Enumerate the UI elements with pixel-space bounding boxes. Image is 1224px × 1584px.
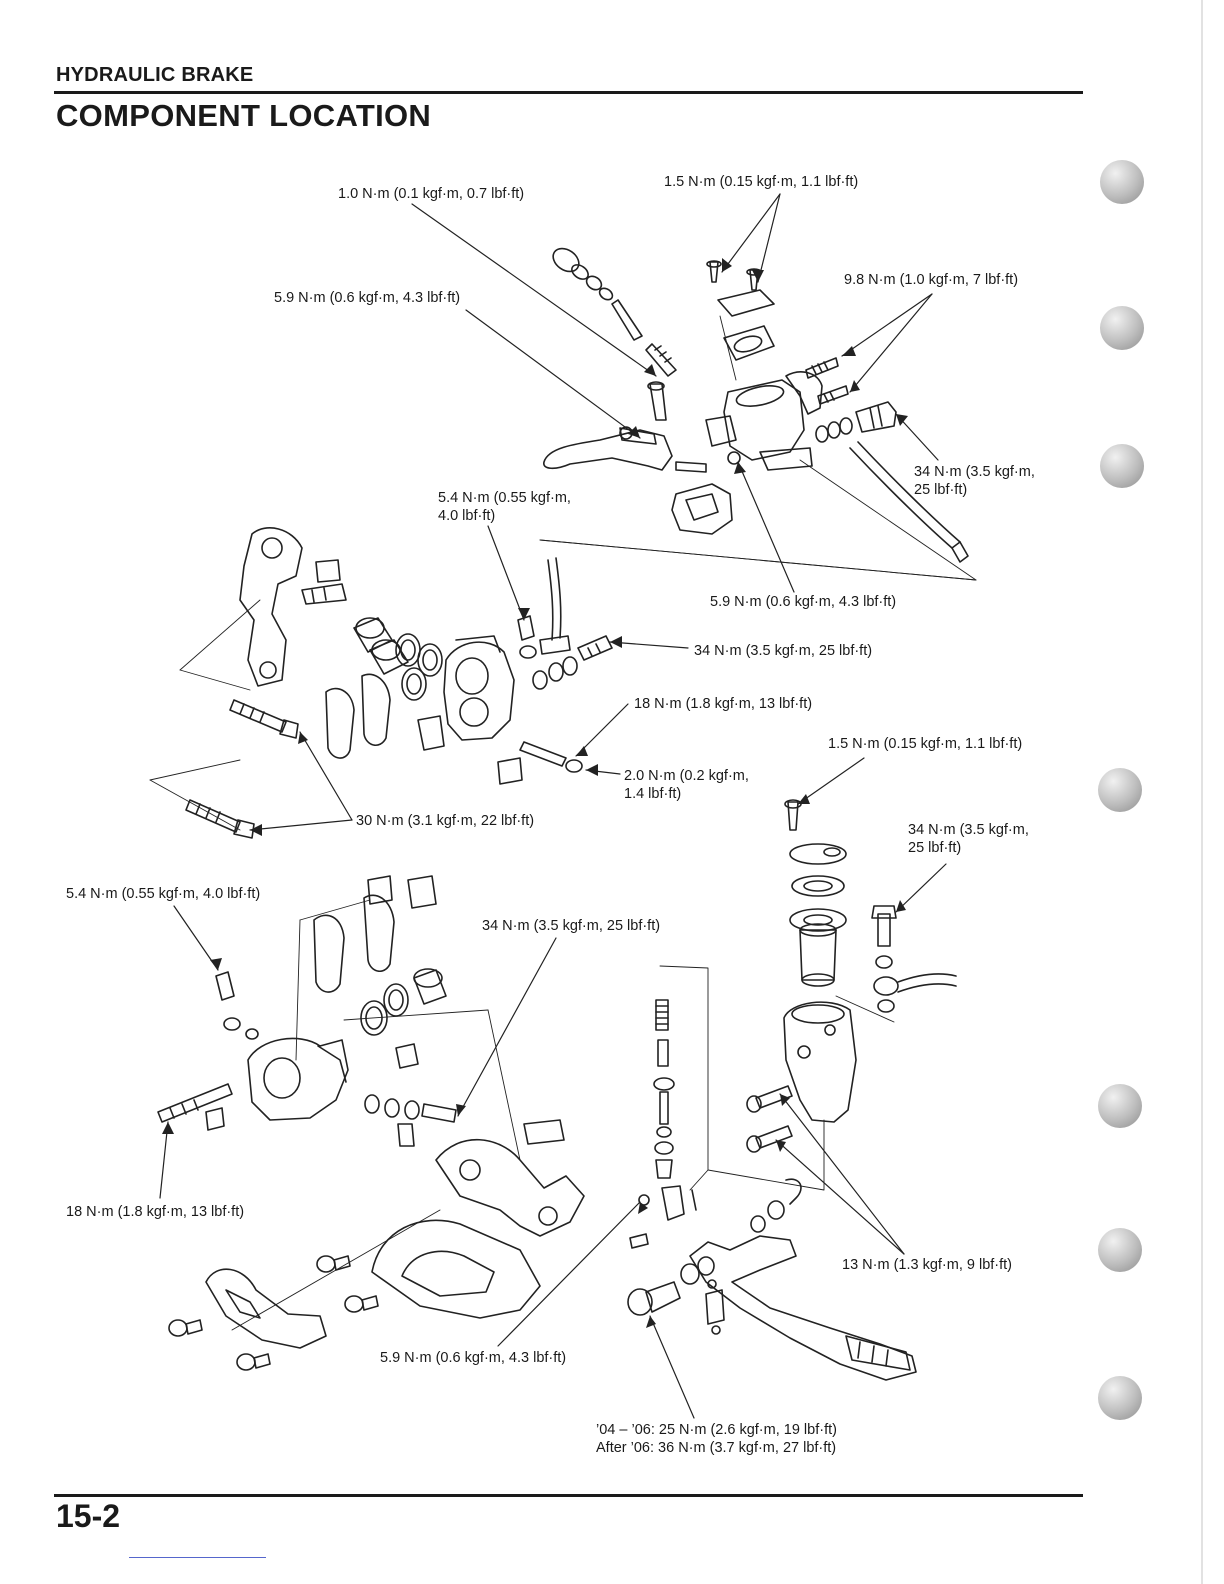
binder-hole [1098, 768, 1142, 812]
torque-label-line: 25 lbf·ft) [914, 481, 968, 498]
binder-hole [1098, 1228, 1142, 1272]
binder-edge [1201, 0, 1203, 1584]
torque-label-fm-lever-pivot-bolt: 5.9 N·m (0.6 kgf·m, 4.3 lbf·ft) [274, 290, 461, 306]
torque-label-line: 25 lbf·ft) [908, 839, 962, 856]
torque-label-fc-pad-pin: 18 N·m (1.8 kgf·m, 13 lbf·ft) [634, 696, 813, 712]
torque-label-line: 34 N·m (3.5 kgf·m, [914, 464, 1035, 480]
torque-label-fm-hose-bolt: 34 N·m (3.5 kgf·m, 25 lbf·ft) [914, 464, 1035, 499]
torque-label-fc-bleed-valve: 5.4 N·m (0.55 kgf·m, 4.0 lbf·ft) [438, 490, 571, 525]
torque-label-rm-push-rod-nut: 5.9 N·m (0.6 kgf·m, 4.3 lbf·ft) [380, 1350, 567, 1366]
page-number: 15-2 [56, 1498, 121, 1534]
torque-label-rm-hose-bolt: 34 N·m (3.5 kgf·m, 25 lbf·ft) [908, 822, 1029, 857]
header-rule [54, 91, 1083, 94]
torque-label-fm-lever-pivot-nut: 5.9 N·m (0.6 kgf·m, 4.3 lbf·ft) [710, 594, 897, 610]
torque-label-fm-reservoir-cap-bolt: 1.0 N·m (0.1 kgf·m, 0.7 lbf·ft) [338, 186, 525, 202]
front-master-cylinder-group [543, 247, 969, 563]
torque-label-fm-cover-screws: 1.5 N·m (0.15 kgf·m, 1.1 lbf·ft) [664, 174, 859, 190]
footer-link-underline [129, 1557, 266, 1558]
leader-lines [159, 193, 947, 1419]
leader-arrowheads [162, 258, 908, 1328]
torque-label-pedal-pivot-bolt: ’04 – ’06: 25 N·m (2.6 kgf·m, 19 lbf·ft)… [596, 1422, 837, 1457]
rear-caliper-group [157, 875, 585, 1371]
torque-label-fc-hose-bolt: 34 N·m (3.5 kgf·m, 25 lbf·ft) [694, 643, 873, 659]
footer-rule [54, 1494, 1083, 1497]
binder-hole [1100, 306, 1144, 350]
torque-label-fm-holder-bolts: 9.8 N·m (1.0 kgf·m, 7 lbf·ft) [844, 272, 1019, 288]
torque-label-rm-mounting-bolts: 13 N·m (1.3 kgf·m, 9 lbf·ft) [842, 1257, 1013, 1273]
torque-label-line: After ’06: 36 N·m (3.7 kgf·m, 27 lbf·ft) [596, 1439, 837, 1456]
rear-outline-lines [231, 899, 521, 1331]
rear-master-outline-lines [659, 965, 895, 1191]
torque-label-rc-pad-pin: 18 N·m (1.8 kgf·m, 13 lbf·ft) [66, 1204, 245, 1220]
torque-label-rc-hose-bolt: 34 N·m (3.5 kgf·m, 25 lbf·ft) [482, 918, 661, 934]
torque-label-rc-bleed-valve: 5.4 N·m (0.55 kgf·m, 4.0 lbf·ft) [66, 886, 261, 902]
binder-hole [1100, 444, 1144, 488]
rear-master-cylinder-group [627, 799, 957, 1381]
page-title: COMPONENT LOCATION [56, 98, 432, 133]
binder-hole [1100, 160, 1144, 204]
torque-label-fc-mounting-bolts: 30 N·m (3.1 kgf·m, 22 lbf·ft) [356, 813, 535, 829]
section-header: HYDRAULIC BRAKE [56, 64, 254, 86]
binder-hole [1098, 1376, 1142, 1420]
torque-label-line: 1.4 lbf·ft) [624, 785, 682, 802]
torque-label-line: 4.0 lbf·ft) [438, 507, 496, 524]
torque-label-line: 2.0 N·m (0.2 kgf·m, [624, 768, 749, 784]
torque-label-fc-pad-pin-plug: 2.0 N·m (0.2 kgf·m, 1.4 lbf·ft) [624, 768, 749, 803]
front-outline-lines [149, 315, 977, 831]
torque-label-line: ’04 – ’06: 25 N·m (2.6 kgf·m, 19 lbf·ft) [596, 1422, 837, 1438]
torque-label-line: 5.4 N·m (0.55 kgf·m, [438, 490, 571, 506]
torque-label-line: 34 N·m (3.5 kgf·m, [908, 822, 1029, 838]
torque-label-rm-reservoir-screw: 1.5 N·m (0.15 kgf·m, 1.1 lbf·ft) [828, 736, 1023, 752]
binder-hole [1098, 1084, 1142, 1128]
front-caliper-group [185, 527, 613, 839]
